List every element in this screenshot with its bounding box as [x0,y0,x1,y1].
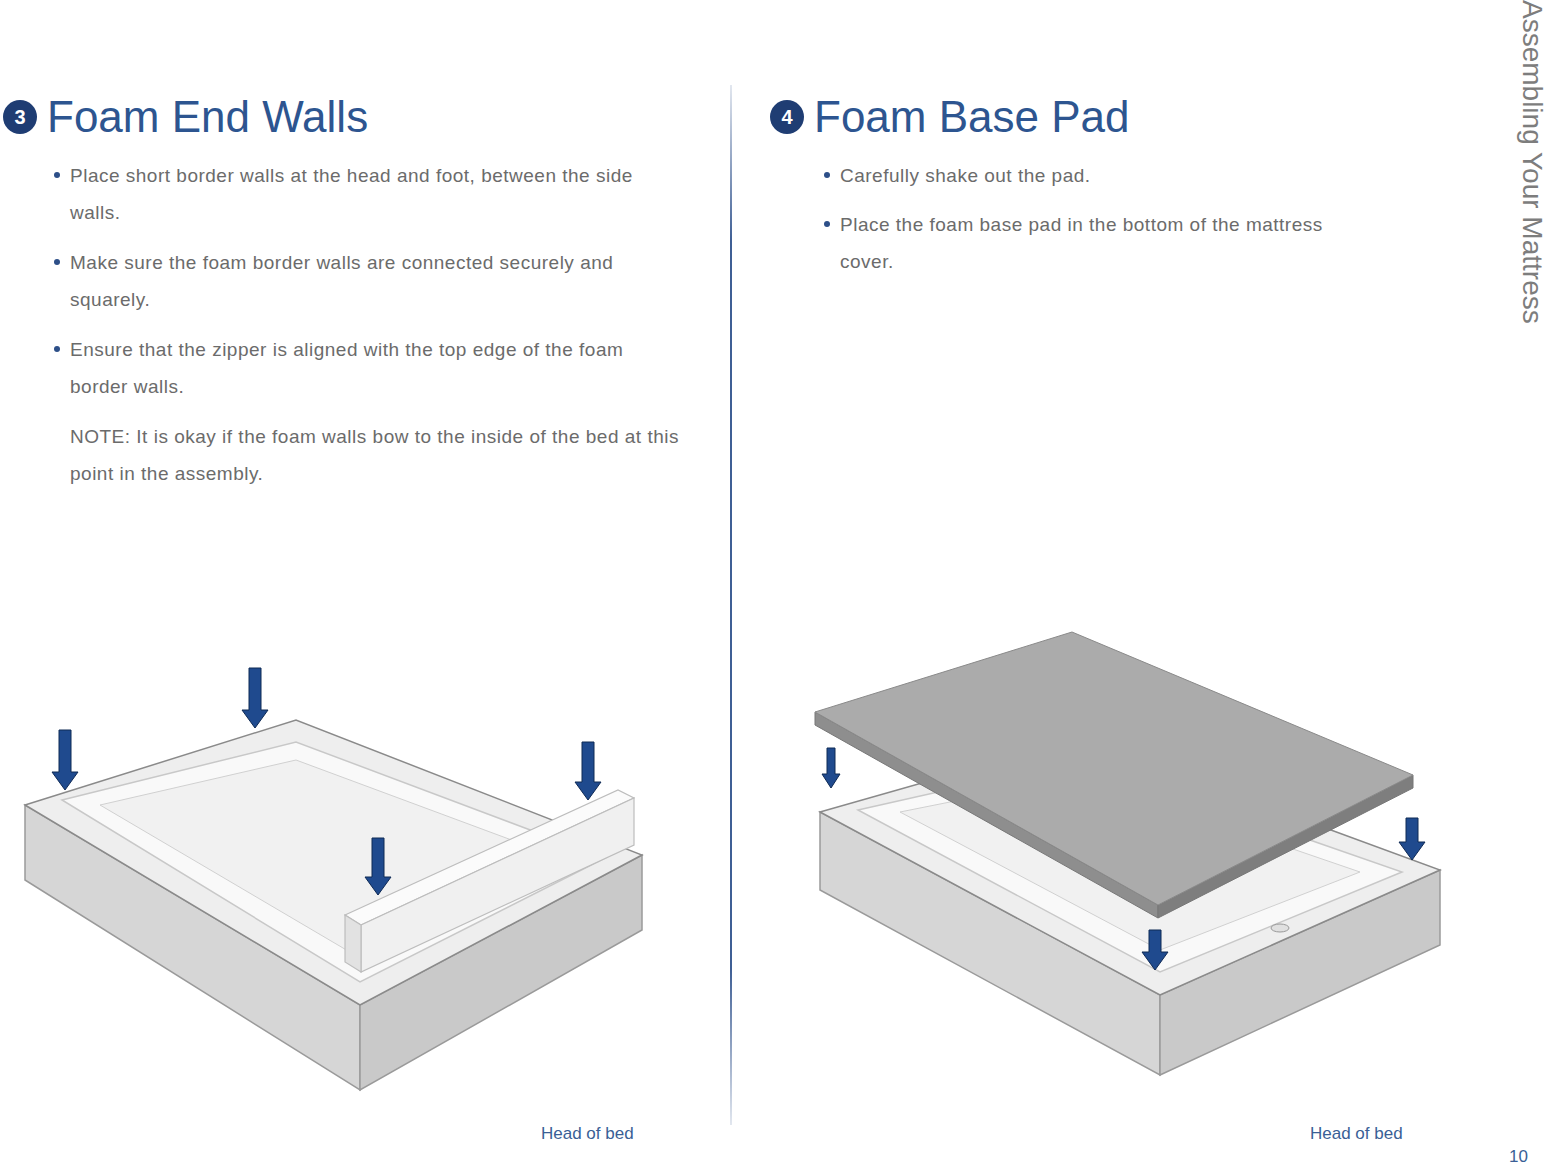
instruction-text: Make sure the foam border walls are conn… [70,244,685,318]
note-text: NOTE: It is okay if the foam walls bow t… [70,418,685,492]
step-heading: Foam End Walls [47,95,368,139]
instruction-text: Carefully shake out the pad. [840,157,1340,194]
orientation-label: Head of bed [541,1124,634,1144]
bullet-dot [54,259,60,265]
end-wall-foam [345,790,634,972]
step-circle: 3Foam End Walls [3,100,37,134]
instruction-text: Place the foam base pad in the bottom of… [840,206,1340,280]
bullet-dot [54,346,60,352]
bullet-dot [824,221,830,227]
orientation-label: Head of bed [1310,1124,1403,1144]
foam-base-pad [815,632,1413,918]
down-arrow [52,668,601,895]
bullet-dot [824,172,830,178]
instruction-text: Ensure that the zipper is aligned with t… [70,331,685,405]
page-number: 10 [1509,1147,1528,1165]
bullet-dot [54,172,60,178]
instruction-text: Place short border walls at the head and… [70,157,685,231]
step-circle: 4Foam Base Pad [770,100,804,134]
step-number: 4 [781,107,792,127]
side-title: Assembling Your Mattress [1518,0,1546,324]
divider-line [730,85,732,1125]
step-number: 3 [14,107,25,127]
step-heading: Foam Base Pad [814,95,1130,139]
mattress-cover [25,720,642,1090]
down-arrow [822,748,1425,970]
